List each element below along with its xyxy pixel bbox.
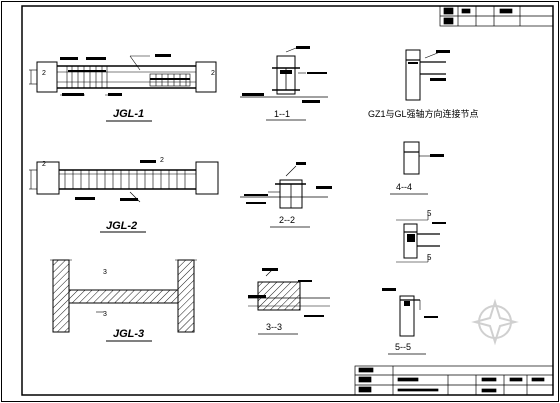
jgl1-elevation <box>29 55 217 96</box>
jgl2-elevation <box>29 161 219 203</box>
section-3-3-label: 3--3 <box>266 322 282 332</box>
jgl2-fills <box>75 160 156 201</box>
jgl3-mark-top: 3 <box>103 269 107 276</box>
section-4-4 <box>403 141 430 175</box>
title-block <box>354 365 554 396</box>
jgl3-elevation <box>50 259 197 333</box>
jgl2-title: JGL-2 <box>106 220 137 232</box>
section-5-5-fills <box>382 288 438 318</box>
section-3-3 <box>248 269 330 311</box>
section-1-1 <box>240 47 328 98</box>
jgl2-mark-left: 2 <box>42 161 46 168</box>
section-1-1-label: 1--1 <box>274 109 290 119</box>
node-5-mark-top: 5 <box>427 209 432 218</box>
header-block <box>439 5 554 27</box>
jgl1-mark-right: 2 <box>211 70 215 77</box>
node-title: GZ1与GL强轴方向连接节点 <box>368 108 479 119</box>
inner-frame <box>21 5 554 396</box>
section-4-4-fill <box>430 154 444 157</box>
section-5-5-label: 5--5 <box>395 342 411 352</box>
jgl1-fills <box>60 54 190 96</box>
section-2-2-label: 2--2 <box>279 215 295 225</box>
node-5-fills <box>407 222 446 242</box>
jgl2-mark-right: 2 <box>160 157 164 164</box>
jgl3-mark-bottom: 3 <box>103 311 107 318</box>
watermark-logo <box>471 298 519 346</box>
section-2-2-fills <box>244 162 332 204</box>
jgl1-mark-left: 2 <box>42 70 46 77</box>
node-gz1-gl <box>405 49 446 101</box>
section-4-4-label: 4--4 <box>396 182 412 192</box>
jgl1-title: JGL-1 <box>113 108 144 120</box>
node-gz1-fills <box>408 50 450 81</box>
node-5-mark-bottom: 5 <box>427 253 432 262</box>
section-1-1-fills <box>242 46 327 103</box>
section-3-3-fills <box>248 268 324 317</box>
jgl3-title: JGL-3 <box>113 328 144 340</box>
section-5-5 <box>399 295 421 337</box>
node-5-detail <box>396 214 440 263</box>
section-2-2 <box>240 165 328 209</box>
